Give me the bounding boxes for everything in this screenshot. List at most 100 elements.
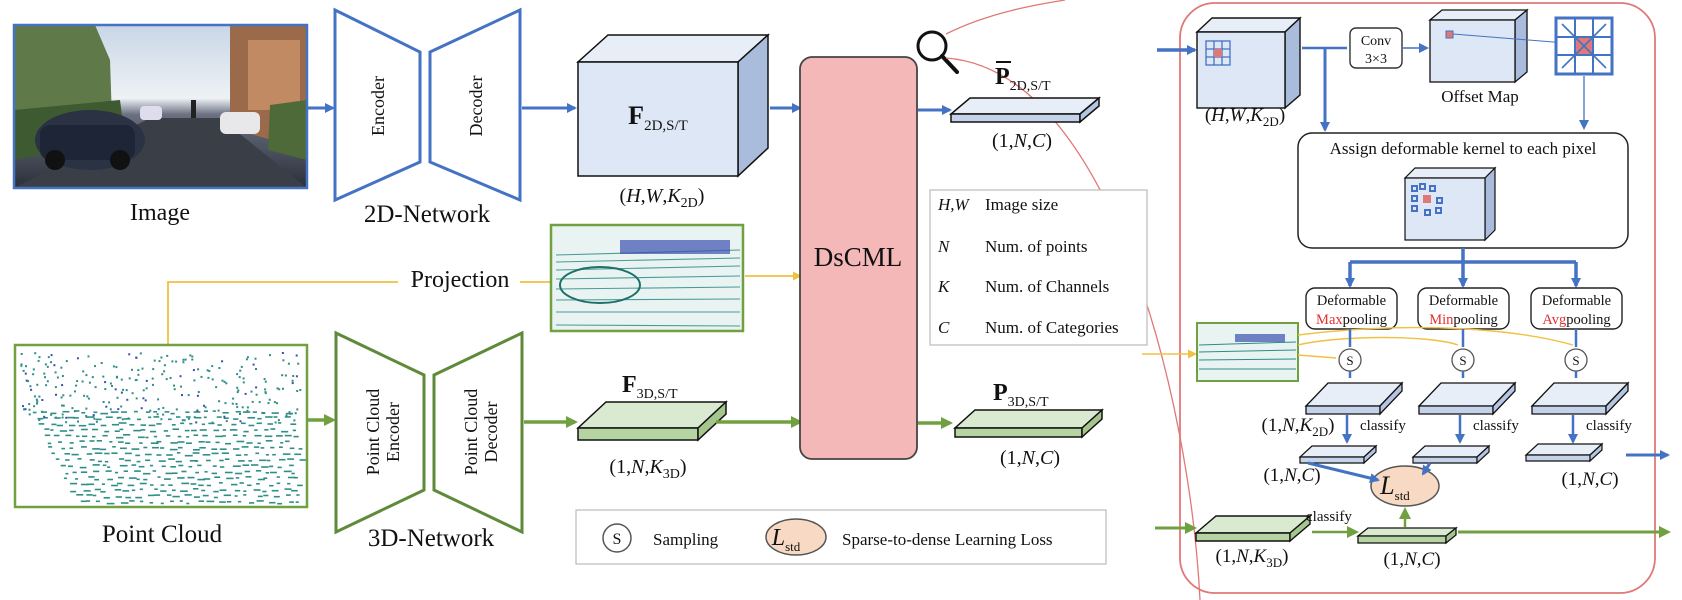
magnifier-icon	[916, 30, 959, 74]
loss-ellipse	[1370, 465, 1440, 507]
sampled-feature-dims: (1,N,K2D)	[1262, 415, 1335, 439]
class-output-slab-side	[1476, 444, 1490, 465]
sampled-feature-slab-side	[1492, 381, 1516, 416]
network-3d-label: 3D-Network	[368, 525, 495, 552]
loss-ellipse-symbol: Lstd	[1379, 471, 1410, 503]
legend-symbol: N	[937, 237, 951, 256]
class-output-dims: (1,N,C)	[1263, 465, 1320, 486]
f2d-dims: (H,W,K2D)	[620, 185, 705, 211]
pooling-box-type: Maxpooling	[1316, 312, 1387, 328]
f3d-dims: (1,N,K3D)	[609, 456, 686, 482]
f3d-label: F3D,S/T	[622, 372, 678, 402]
zoom-input-cube	[1195, 16, 1302, 110]
decoder-2d	[428, 7, 522, 203]
deformable-kernel-icon	[1554, 16, 1614, 76]
decoder-3d-label: Point CloudDecoder	[461, 389, 501, 476]
prediction-2d-slab	[948, 96, 1102, 124]
conv-box	[1349, 27, 1403, 69]
legend-desc: Num. of Categories	[985, 318, 1119, 337]
arrow-out2-to-loss	[1421, 462, 1432, 476]
p3d-label: P3D,S/T	[993, 380, 1049, 410]
encoder-3d-label: Point CloudEncoder	[363, 389, 403, 476]
class-output-slab	[1411, 445, 1491, 458]
legend-symbol: H,W	[937, 195, 971, 214]
f2d-label: F2D,S/T	[628, 101, 688, 134]
conv-label-2: 3×3	[1365, 52, 1387, 67]
assign-split-arrows	[1345, 248, 1581, 288]
sampling-icon	[602, 523, 632, 553]
dscml-label: DsCML	[814, 242, 903, 272]
network-2d-label: 2D-Network	[364, 201, 491, 228]
projected-image	[549, 223, 745, 333]
conv-label-1: Conv	[1361, 34, 1391, 49]
class-output-slab-side	[1589, 442, 1603, 463]
class-output-slab-front	[1525, 454, 1591, 462]
zoom-3d-feature-dims: (1,N,K3D)	[1216, 546, 1289, 570]
projection-label-bg	[398, 264, 520, 294]
assign-kernel-label: Assign deformable kernel to each pixel	[1330, 139, 1597, 158]
legend-desc: Image size	[985, 195, 1058, 214]
point-cloud-label: Point Cloud	[102, 521, 223, 548]
sampled-feature-slab-front	[1305, 405, 1381, 415]
sampling-icon-glyph: S	[1572, 353, 1579, 368]
legend-symbol: C	[938, 318, 950, 337]
pooling-box-title: Deformable	[1317, 293, 1386, 309]
zoom-3d-feature-slab	[1194, 514, 1312, 543]
sampling-icon-glyph: S	[1346, 353, 1353, 368]
sampled-feature-slab-side	[1605, 381, 1629, 416]
bottom-legend-box	[575, 509, 1107, 565]
dscml-block	[799, 56, 918, 460]
pooling-box-type: Avgpooling	[1542, 312, 1610, 328]
encoder-2d	[333, 7, 422, 203]
loss-icon	[765, 518, 827, 556]
legend-box	[929, 189, 1148, 346]
class-output-slab	[1524, 443, 1604, 456]
zoom-line-top	[945, 0, 1066, 35]
input-image	[12, 23, 309, 190]
dscml-zoom-panel	[1179, 2, 1656, 594]
feature-3d-slab	[576, 400, 728, 442]
sampling-icon-glyph: S	[1459, 353, 1466, 368]
pooling-box-title: Deformable	[1429, 293, 1498, 309]
prediction-3d-slab	[953, 408, 1104, 439]
class-output-slab-front	[1412, 456, 1478, 464]
classify-label: classify	[1473, 418, 1519, 434]
classify-label: classify	[1586, 418, 1632, 434]
input-point-cloud	[13, 343, 309, 509]
feature-2d-cube	[576, 33, 770, 178]
p3d-dims: (1,N,C)	[1000, 447, 1060, 469]
sampled-feature-slab-side	[1379, 381, 1403, 416]
sampling-icon-glyph: S	[613, 531, 622, 548]
projection-label: Projection	[411, 267, 510, 293]
sampling-legend-label: Sampling	[653, 530, 719, 549]
classify-3d-label: classify	[1306, 509, 1352, 525]
offset-map-cube	[1428, 8, 1529, 84]
class-output-slab	[1298, 445, 1378, 458]
decoder-2d-label: Decoder	[466, 76, 486, 137]
p2d-dims: (1,N,C)	[992, 130, 1052, 152]
legend-desc: Num. of points	[985, 237, 1087, 256]
p2d-label: P2D,S/T	[995, 64, 1051, 94]
loss-icon-symbol: Lstd	[771, 525, 801, 554]
image-label: Image	[130, 200, 190, 226]
assign-kernel-cube	[1403, 166, 1497, 242]
loss-legend-label: Sparse-to-dense Learning Loss	[842, 530, 1053, 549]
legend-symbol: K	[937, 277, 951, 296]
sampled-feature-slab-front	[1531, 405, 1607, 415]
pooling-box-type: Minpooling	[1429, 312, 1497, 328]
zoom-projected-image	[1196, 322, 1299, 382]
classify-label: classify	[1360, 418, 1406, 434]
arrow-out1-to-loss	[1307, 461, 1380, 483]
encoder-3d	[334, 330, 426, 535]
pooling-box-title: Deformable	[1542, 293, 1611, 309]
zoom-3d-output-slab	[1356, 526, 1458, 545]
offset-map-label: Offset Map	[1441, 87, 1519, 106]
encoder-2d-label: Encoder	[368, 76, 388, 136]
sampling-curve-near	[1297, 354, 1337, 359]
legend-desc: Num. of Channels	[985, 277, 1109, 296]
zoom-input-dims: (H,W,K2D)	[1205, 105, 1285, 129]
